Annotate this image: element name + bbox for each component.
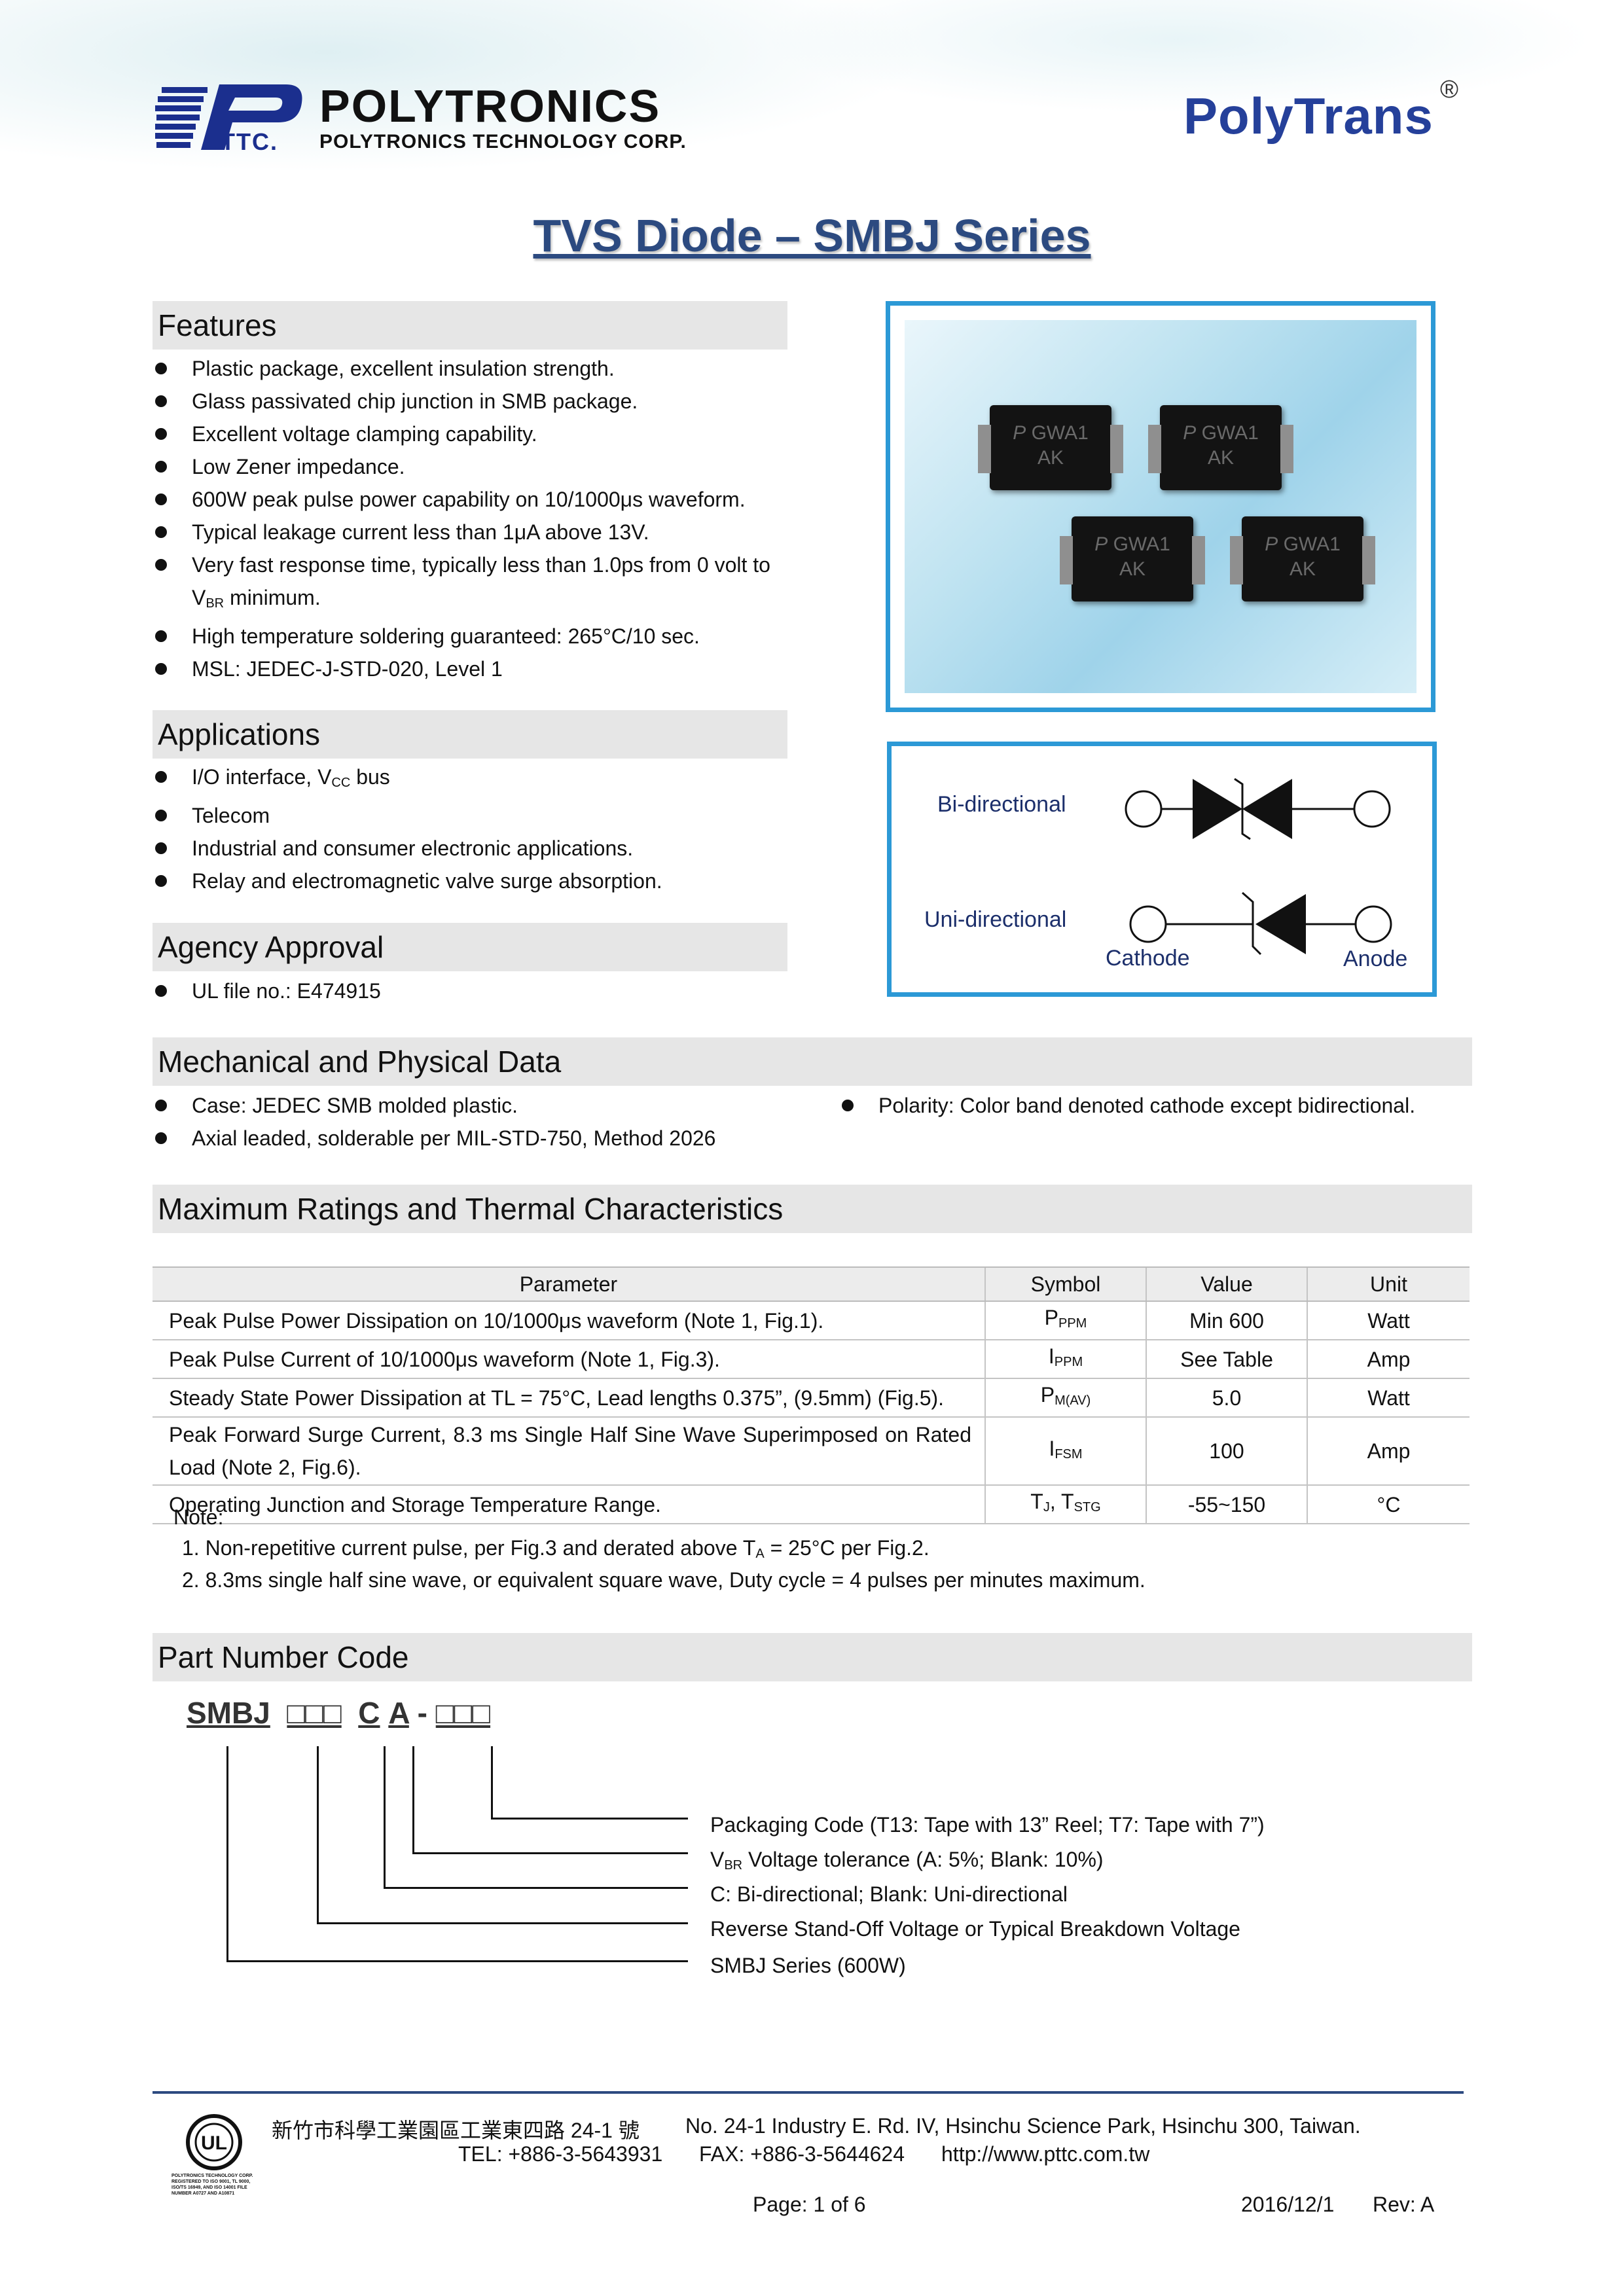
cathode-label: Cathode xyxy=(1106,946,1190,971)
page-number: Page: 1 of 6 xyxy=(753,2193,866,2216)
footer-url[interactable]: http://www.pttc.com.tw xyxy=(941,2142,1150,2166)
column-header: Unit xyxy=(1307,1266,1470,1302)
note-item: 2. 8.3ms single half sine wave, or equiv… xyxy=(182,1568,1146,1592)
anode-label: Anode xyxy=(1343,946,1408,971)
voltage-code-label: Reverse Stand-Off Voltage or Typical Bre… xyxy=(710,1917,1240,1941)
footer-tel: TEL: +886-3-5643931 xyxy=(458,2142,663,2166)
table-row: Peak Forward Surge Current, 8.3 ms Singl… xyxy=(153,1417,1470,1486)
column-header: Value xyxy=(1146,1266,1307,1302)
company-name: POLYTRONICS xyxy=(319,81,661,132)
table-row: Steady State Power Dissipation at TL = 7… xyxy=(153,1378,1470,1418)
part-number-heading: Part Number Code xyxy=(153,1633,1472,1681)
list-item: MSL: JEDEC-J-STD-020, Level 1 xyxy=(153,653,807,685)
agency-list: UL file no.: E474915 xyxy=(153,975,807,1007)
column-header: Parameter xyxy=(153,1266,985,1302)
polytrans-brand: PolyTrans xyxy=(1183,87,1434,145)
ratings-notes: Note: 1. Non-repetitive current pulse, p… xyxy=(173,1505,1146,1592)
company-full-name: POLYTRONICS TECHNOLOGY CORP. xyxy=(319,131,687,152)
list-item: UL file no.: E474915 xyxy=(153,975,807,1007)
list-item-continuation: VBR minimum. xyxy=(192,586,321,611)
footer-address-en: No. 24-1 Industry E. Rd. IV, Hsinchu Sci… xyxy=(685,2114,1361,2138)
footer-divider xyxy=(153,2091,1464,2094)
table-row: Peak Pulse Power Dissipation on 10/1000μ… xyxy=(153,1301,1470,1340)
list-item: Very fast response time, typically less … xyxy=(153,548,807,581)
ul-mark: UL xyxy=(201,2132,227,2154)
mechanical-list-left: Case: JEDEC SMB molded plastic. Axial le… xyxy=(153,1089,846,1155)
column-header: Symbol xyxy=(984,1266,1146,1302)
list-item: Plastic package, excellent insulation st… xyxy=(153,352,807,385)
list-item: Excellent voltage clamping capability. xyxy=(153,418,807,450)
diode-symbols: Bi-directional Uni-directional Cathode A… xyxy=(887,742,1437,997)
ratings-table: Parameter Symbol Value Unit Peak Pulse P… xyxy=(153,1266,1470,1524)
list-item: Case: JEDEC SMB molded plastic. xyxy=(153,1089,846,1122)
ptc-logo-icon xyxy=(155,84,302,150)
list-item: Industrial and consumer electronic appli… xyxy=(153,832,807,865)
ul-logo-icon: UL xyxy=(186,2114,242,2170)
part-number-code: SMBJ □□□ C A - □□□ xyxy=(187,1696,491,1730)
table-row: Peak Pulse Current of 10/1000μs waveform… xyxy=(153,1340,1470,1379)
footer-fax: FAX: +886-3-5644624 xyxy=(699,2142,905,2166)
vbr-tolerance-label: VBR Voltage tolerance (A: 5%; Blank: 10%… xyxy=(710,1848,1104,1873)
mechanical-heading: Mechanical and Physical Data xyxy=(153,1037,1472,1086)
note-label: Note: xyxy=(173,1505,224,1529)
document-date: 2016/12/1 xyxy=(1241,2193,1335,2216)
note-item: 1. Non-repetitive current pulse, per Fig… xyxy=(182,1536,929,1561)
list-item: Telecom xyxy=(153,799,807,832)
header-background xyxy=(0,0,1624,340)
document-revision: Rev: A xyxy=(1373,2193,1435,2216)
unidirectional-label: Uni-directional xyxy=(924,907,1067,932)
ul-certification-logo: UL POLYTRONICS TECHNOLOGY CORP. REGISTER… xyxy=(171,2113,257,2211)
table-row: Operating Junction and Storage Temperatu… xyxy=(153,1485,1470,1524)
page-title: TVS Diode – SMBJ Series xyxy=(533,210,1091,261)
applications-heading: Applications xyxy=(153,710,787,759)
list-item: High temperature soldering guaranteed: 2… xyxy=(153,620,807,653)
ptc-abbr: TTC. xyxy=(221,128,278,155)
mechanical-list-right: Polarity: Color band denoted cathode exc… xyxy=(839,1089,1468,1122)
table-header-row: Parameter Symbol Value Unit xyxy=(153,1266,1470,1302)
diode-symbol-icon xyxy=(1125,778,1392,956)
list-item: Relay and electromagnetic valve surge ab… xyxy=(153,865,807,897)
registered-mark: ® xyxy=(1440,76,1458,103)
list-item: Polarity: Color band denoted cathode exc… xyxy=(839,1089,1468,1122)
agency-heading: Agency Approval xyxy=(153,923,787,971)
list-item: 600W peak pulse power capability on 10/1… xyxy=(153,483,807,516)
series-label: SMBJ Series (600W) xyxy=(710,1954,906,1977)
footer-address-zh: 新竹市科學工業園區工業東四路 24-1 號 xyxy=(272,2119,640,2142)
list-item: Axial leaded, solderable per MIL-STD-750… xyxy=(153,1122,846,1155)
list-item: Glass passivated chip junction in SMB pa… xyxy=(153,385,807,418)
list-item: Typical leakage current less than 1μA ab… xyxy=(153,516,807,548)
list-item: Low Zener impedance. xyxy=(153,450,807,483)
packaging-code-label: Packaging Code (T13: Tape with 13” Reel;… xyxy=(710,1813,1265,1837)
ratings-heading: Maximum Ratings and Thermal Characterist… xyxy=(153,1185,1472,1233)
bidirectional-code-label: C: Bi-directional; Blank: Uni-directiona… xyxy=(710,1882,1068,1906)
applications-list: I/O interface, VCC bus Telecom Industria… xyxy=(153,761,807,897)
bidirectional-label: Bi-directional xyxy=(937,792,1066,817)
list-item: I/O interface, VCC bus xyxy=(153,761,807,799)
features-list: Plastic package, excellent insulation st… xyxy=(153,352,807,685)
features-heading: Features xyxy=(153,301,787,350)
ul-caption: POLYTRONICS TECHNOLOGY CORP. REGISTERED … xyxy=(171,2174,253,2196)
